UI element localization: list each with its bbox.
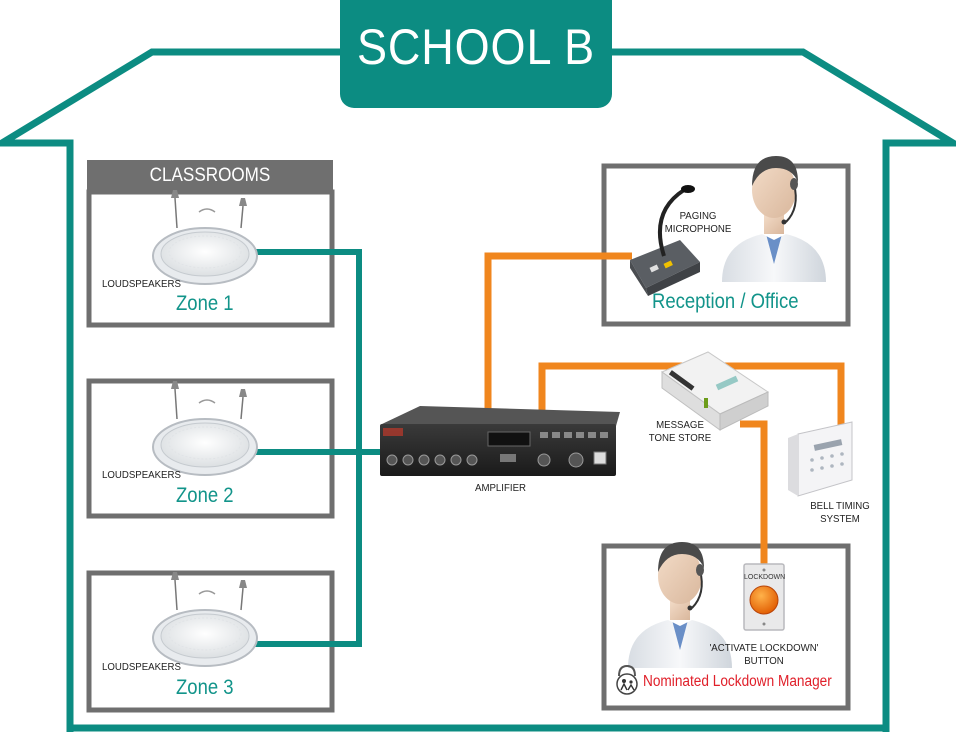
- lockdown-cable: [740, 420, 768, 566]
- zone1-box: [86, 189, 335, 328]
- paging-microphone-label-line1: PAGING: [679, 210, 717, 222]
- amplifier-label: AMPLIFIER: [475, 482, 527, 494]
- activate-lockdown-label-line2: BUTTON: [744, 655, 784, 667]
- classrooms-header-box: [87, 160, 333, 193]
- house-outline: [0, 48, 340, 732]
- zone3-speaker-label: LOUDSPEAKERS: [102, 661, 181, 673]
- school-title-badge: SCHOOL B: [340, 0, 612, 108]
- message-tone-store-icon: [660, 351, 770, 431]
- zone1-speaker-label: LOUDSPEAKERS: [102, 278, 181, 290]
- classrooms-header: CLASSROOMS: [149, 165, 271, 186]
- activate-lockdown-label-line1: 'ACTIVATE LOCKDOWN': [709, 642, 819, 654]
- zone2-label: Zone 2: [176, 484, 234, 507]
- house-outline-right: [612, 48, 956, 732]
- lockdown-padlock-icon: [616, 664, 638, 695]
- bell-timing-label-line1: BELL TIMING: [810, 500, 870, 512]
- bell-timing-system-icon: [788, 421, 853, 497]
- lockdown-box: [601, 543, 851, 711]
- bell-timing-label-line2: SYSTEM: [820, 513, 860, 525]
- message-tone-store-label-line1: MESSAGE: [656, 419, 704, 431]
- lockdown-manager-label: Nominated Lockdown Manager: [643, 673, 832, 690]
- paging-microphone-label-line2: MICROPHONE: [664, 223, 732, 235]
- lockdown-button-icon: [743, 563, 785, 631]
- zone3-label: Zone 3: [176, 676, 234, 699]
- amplifier-icon: [380, 406, 620, 476]
- reception-office-label: Reception / Office: [652, 290, 799, 313]
- speaker-cable: [248, 249, 362, 647]
- mic-cable: [484, 252, 632, 412]
- zone2-speaker-label: LOUDSPEAKERS: [102, 469, 181, 481]
- paging-microphone-icon: [630, 185, 700, 296]
- school-title: SCHOOL B: [356, 19, 596, 75]
- lockdown-button-text: LOCKDOWN: [744, 574, 786, 581]
- zone1-label: Zone 1: [176, 292, 234, 315]
- message-tone-store-label-line2: TONE STORE: [648, 432, 712, 444]
